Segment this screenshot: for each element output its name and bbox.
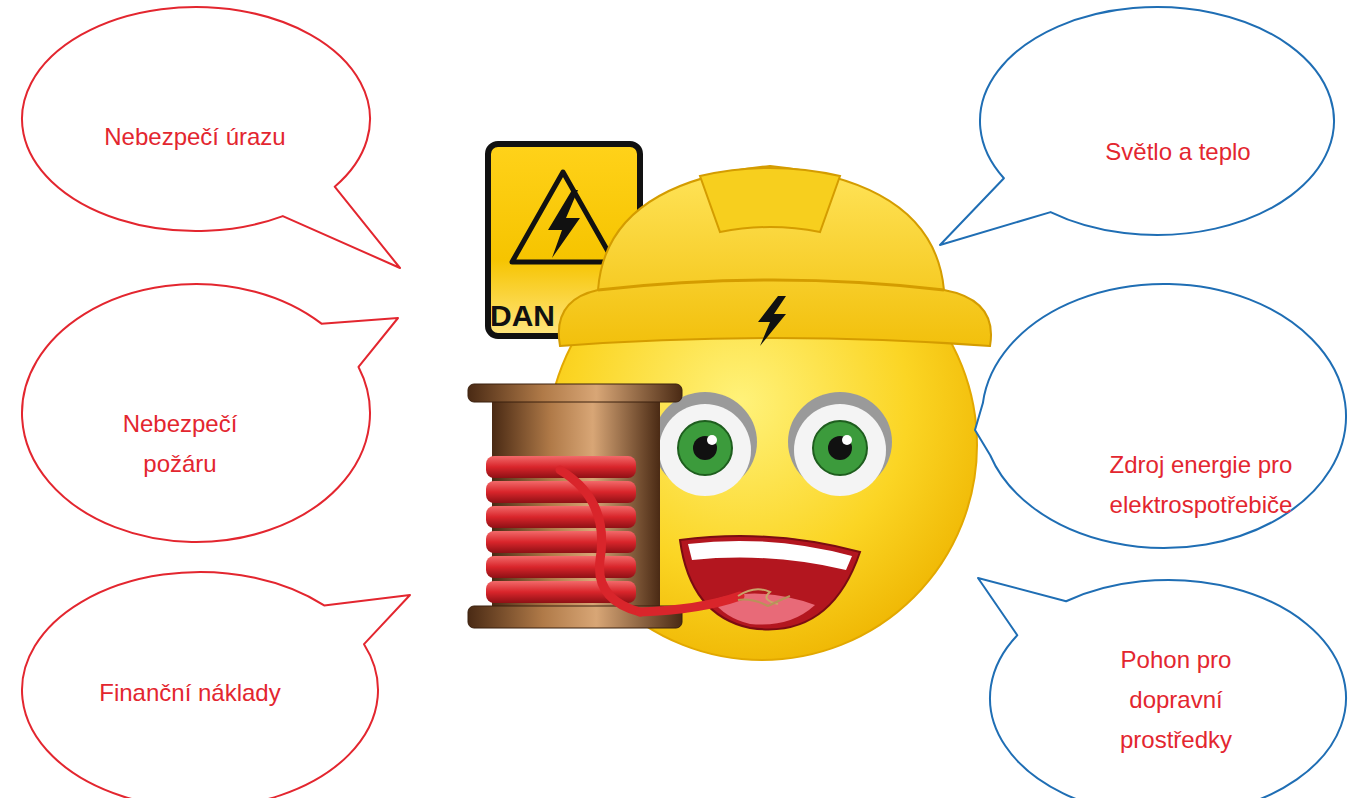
speech-bubble: Světlo a teplo [978,5,1336,237]
hard-hat-ridge [700,168,840,232]
eye-pupil [693,436,717,460]
eye-white [659,404,751,496]
eye-white [794,404,886,496]
spool-core [492,398,660,610]
bubble-text: Zdroj energie pro elektrospotřebiče [1096,445,1306,525]
wire-coil [486,531,636,553]
eye-iris [678,421,732,475]
bubble-text: Světlo a teplo [1058,132,1298,172]
bubble-text-box: Zdroj energie pro elektrospotřebiče [1096,445,1306,525]
spool-flange [468,384,682,402]
bubble-text: Finanční náklady [70,673,310,713]
lightning-symbol [548,190,580,258]
lightning-symbol [758,296,786,346]
open-mouth [680,536,860,629]
warning-triangle [512,172,614,262]
speech-bubble: Zdroj energie pro elektrospotřebiče [980,282,1348,550]
bubble-shape [22,7,400,268]
copper-strands [738,596,790,606]
bubble-shape [940,7,1334,245]
bubble-text-box: Pohon pro dopravní prostředky [1106,640,1246,760]
eye-glint [707,435,717,445]
wire-coil [486,506,636,528]
wire-strand [560,470,640,612]
bubble-outline [978,5,1336,237]
wire-coil [486,481,636,503]
speech-bubble: Finanční náklady [20,570,380,798]
bubble-text-box: Nebezpečí požáru [105,404,255,484]
eye-pupil [828,436,852,460]
wire-coil [486,556,636,578]
eye-glint [842,435,852,445]
bubble-shape [22,284,398,542]
speech-bubble: Nebezpečí úrazu [20,5,372,233]
wire-end [640,596,740,612]
eye-iris [813,421,867,475]
bubble-text: Nebezpečí požáru [105,404,255,484]
hard-hat [559,166,991,346]
bubble-text: Pohon pro dopravní prostředky [1106,640,1246,760]
bubble-shape [978,578,1346,798]
bubble-text-box: Světlo a teplo [1058,132,1298,172]
hard-hat-brim-line [598,280,944,290]
bubble-shape [975,284,1346,548]
bubble-text-box: Finanční náklady [70,673,310,713]
speech-bubble: Nebezpečí požáru [20,282,372,544]
teeth [688,541,852,570]
sign-text: DAN [490,299,555,333]
bubble-text-box: Nebezpečí úrazu [75,117,315,157]
bubble-shape [22,572,410,798]
speech-bubble: Pohon pro dopravní prostředky [988,578,1348,798]
bubble-outline [20,5,372,233]
bubble-text: Nebezpečí úrazu [75,117,315,157]
